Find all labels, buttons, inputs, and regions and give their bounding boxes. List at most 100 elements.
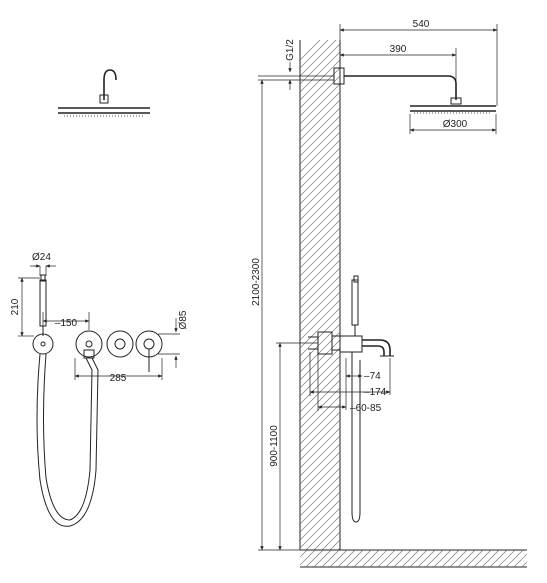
wall-hatch-line bbox=[300, 227, 340, 269]
wall-hatch-line bbox=[300, 51, 340, 93]
wall-hatch-line bbox=[300, 67, 340, 109]
floor-hatch-line bbox=[538, 550, 547, 567]
wall-hatch-line bbox=[300, 307, 340, 349]
wall-hatch-line bbox=[300, 123, 340, 165]
valve-plates-front bbox=[75, 330, 163, 372]
wall-hatch-line bbox=[300, 195, 340, 237]
wall-hatch-line bbox=[300, 475, 340, 517]
floor-hatch-line bbox=[505, 550, 524, 567]
wall-hatch-line bbox=[300, 155, 340, 197]
wall-hatch-line bbox=[300, 491, 340, 533]
floor-hatch-line bbox=[313, 550, 332, 567]
floor-hatch-line bbox=[489, 550, 508, 567]
dimension-d24: Ø24 bbox=[30, 252, 56, 276]
wall-hatch-line bbox=[300, 419, 340, 461]
floor-hatch-line bbox=[329, 550, 348, 567]
wall-hatch-line bbox=[300, 403, 340, 445]
wall-hatch-line bbox=[300, 291, 340, 333]
wall-hatch-line bbox=[300, 107, 340, 149]
wall-hatch-line bbox=[300, 91, 340, 133]
wall-hatch-line bbox=[300, 40, 321, 61]
wall-hatch-line bbox=[300, 179, 340, 221]
floor-hatch-line bbox=[433, 550, 452, 567]
wall-hatch-line bbox=[300, 507, 340, 549]
wall-hatch-line bbox=[300, 451, 340, 493]
wall-hatch-line bbox=[300, 363, 340, 405]
wall-hatch-line bbox=[300, 131, 340, 173]
dim-total-height-label: 2100-2300 bbox=[251, 258, 262, 306]
wall-hatch-line bbox=[300, 499, 340, 541]
dimension-spout-range: –60-85 bbox=[317, 354, 382, 414]
wall-hatch-line bbox=[300, 251, 340, 293]
wall-hatch-line bbox=[300, 219, 340, 261]
floor-hatch-line bbox=[521, 561, 527, 567]
wall-hatch-line bbox=[300, 572, 340, 583]
floor-hatch-line bbox=[361, 550, 380, 567]
floor-hatch-line bbox=[337, 550, 356, 567]
dimension-540: 540 bbox=[339, 19, 498, 106]
wall-section bbox=[299, 40, 341, 583]
wall-hatch-line bbox=[300, 556, 340, 583]
floor-hatch-line bbox=[473, 550, 492, 567]
wall-hatch-line bbox=[300, 315, 340, 357]
wall-hatch-line bbox=[300, 275, 340, 317]
dim-d24-label: Ø24 bbox=[32, 252, 51, 263]
dim-d300-label: Ø300 bbox=[443, 119, 468, 130]
dimension-390: 390 bbox=[339, 44, 457, 98]
wall-hatch-line bbox=[300, 299, 340, 341]
wall-hatch-line bbox=[300, 40, 337, 77]
wall-hatch-line bbox=[300, 139, 340, 181]
wall-hatch-line bbox=[300, 379, 340, 421]
floor-hatch-line bbox=[481, 550, 500, 567]
dimension-d300: Ø300 bbox=[409, 114, 497, 134]
dim-285-label: 285 bbox=[110, 373, 127, 384]
wall-hatch-line bbox=[300, 203, 340, 245]
dim-g12-label: G1/2 bbox=[285, 39, 296, 61]
floor-hatch-line bbox=[465, 550, 484, 567]
wall-hatch-line bbox=[300, 235, 340, 277]
floor-hatch-line bbox=[300, 550, 316, 566]
wall-hatch-line bbox=[300, 115, 340, 157]
floor-hatch-line bbox=[449, 550, 468, 567]
dim-d85-label: Ø85 bbox=[178, 310, 189, 329]
wall-hatch-line bbox=[300, 427, 340, 469]
wall-hatch-line bbox=[300, 211, 340, 253]
floor-hatch-line bbox=[530, 550, 547, 567]
wall-hatch-line bbox=[329, 539, 340, 550]
mini-shower-head-view bbox=[58, 69, 150, 117]
wall-hatch-line bbox=[300, 411, 340, 453]
floor-hatch-line bbox=[369, 550, 388, 567]
wall-hatch-line bbox=[313, 523, 340, 550]
wall-hatch-line bbox=[300, 323, 340, 365]
wall-hatch-line bbox=[300, 467, 340, 509]
wall-hatch-line bbox=[300, 83, 340, 125]
wall-hatch-line bbox=[321, 531, 340, 550]
wall-hatch-line bbox=[300, 163, 340, 205]
floor-section bbox=[300, 549, 547, 568]
dim-174-label: –174 bbox=[364, 387, 387, 398]
wall-hatch-line bbox=[300, 339, 340, 381]
wall-hatch-line bbox=[300, 75, 340, 117]
wall-hatch-line bbox=[300, 40, 329, 69]
floor-hatch-line bbox=[425, 550, 444, 567]
wall-hatch-line bbox=[300, 435, 340, 477]
wall-hatch-line bbox=[300, 347, 340, 389]
floor-hatch-line bbox=[300, 550, 308, 558]
floor-hatch-line bbox=[345, 550, 364, 567]
floor-hatch-line bbox=[321, 550, 340, 567]
dimension-g12: G1/2 bbox=[258, 39, 334, 90]
dimension-spout-174: –174 bbox=[309, 352, 391, 398]
dim-210-label: 210 bbox=[10, 298, 21, 315]
floor-hatch-line bbox=[513, 553, 527, 567]
bath-mixer-side bbox=[308, 275, 394, 523]
dimension-285: 285 bbox=[74, 358, 163, 384]
wall-hatch-line bbox=[300, 443, 340, 485]
floor-hatch-line bbox=[417, 550, 436, 567]
dim-540-label: 540 bbox=[413, 19, 430, 30]
wall-hatch-line bbox=[300, 243, 340, 285]
dimension-d85: Ø85 bbox=[158, 310, 189, 368]
wall-hatch-line bbox=[300, 259, 340, 301]
wall-hatch-line bbox=[300, 187, 340, 229]
wall-hatch-line bbox=[300, 283, 340, 325]
